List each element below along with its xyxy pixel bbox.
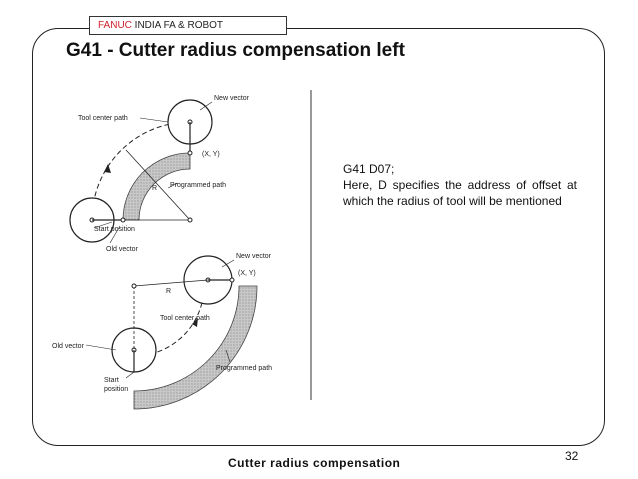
top-path-arrow — [104, 164, 111, 173]
brand-rest: INDIA FA & ROBOT — [131, 20, 224, 31]
bottom-r-label: R — [166, 288, 171, 295]
bottom-new-vector-label: New vector — [236, 253, 272, 260]
top-programmed-path-label: Programmed path — [170, 182, 226, 189]
bottom-start-label-2: position — [104, 386, 128, 393]
top-xy-label: (X, Y) — [202, 151, 220, 158]
bottom-diagram: New vector (X, Y) R Tool center path Old… — [52, 253, 272, 410]
compensation-diagram: New vector Tool center path (X, Y) Progr… — [52, 90, 312, 410]
page-number: 32 — [565, 449, 579, 463]
top-r-line — [125, 149, 191, 221]
description-block: G41 D07; Here, D specifies the address o… — [343, 161, 577, 209]
top-tool-center-label: Tool center path — [78, 115, 128, 122]
top-diagram: New vector Tool center path (X, Y) Progr… — [69, 95, 250, 253]
bottom-r-line — [133, 279, 209, 287]
description-text: Here, D specifies the address of offset … — [343, 178, 577, 208]
bottom-tool-center-label: Tool center path — [160, 315, 210, 322]
bottom-old-vector-label: Old vector — [52, 343, 85, 350]
brand-label: FANUC INDIA FA & ROBOT — [89, 16, 287, 35]
bottom-xy-label: (X, Y) — [238, 270, 256, 277]
top-start-position-label: Start position — [94, 226, 135, 233]
bottom-start-label-1: Start — [104, 377, 119, 384]
slide-frame — [32, 28, 605, 446]
bottom-programmed-path-label: Programmed path — [216, 365, 272, 372]
brand-fanuc: FANUC — [98, 20, 132, 31]
slide-title: G41 - Cutter radius compensation left — [66, 40, 405, 61]
bottom-programmed-path — [133, 285, 258, 410]
gcode-line: G41 D07; — [343, 162, 395, 176]
footer-caption: Cutter radius compensation — [228, 456, 401, 470]
top-new-vector-label: New vector — [214, 95, 250, 102]
top-r-label: R — [152, 185, 157, 192]
top-old-vector-label: Old vector — [106, 246, 139, 253]
bottom-path-arrow — [192, 318, 198, 327]
